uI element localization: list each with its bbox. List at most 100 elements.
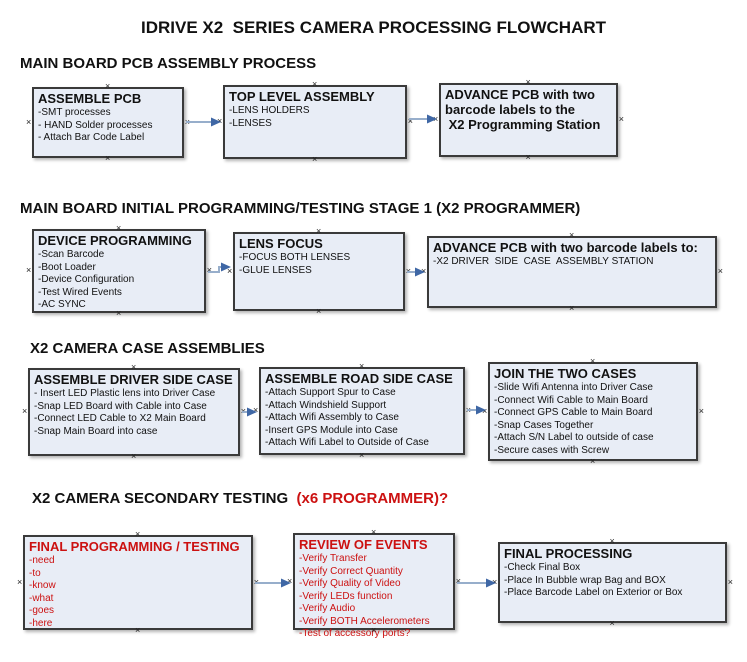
connection-point-icon xyxy=(619,115,624,124)
connection-point-icon xyxy=(116,309,121,318)
box-line: -here xyxy=(29,617,53,629)
connection-point-icon xyxy=(699,407,704,416)
box-line: - HAND Solder processes xyxy=(38,119,153,131)
box-line: -Verify LEDs function xyxy=(299,590,393,602)
connection-point-icon xyxy=(408,117,413,126)
box-line: -Connect GPS Cable to Main Board xyxy=(494,407,653,418)
box-line: -Place Barcode Label on Exterior or Box xyxy=(504,587,683,598)
connection-point-icon xyxy=(253,406,258,415)
connection-point-icon xyxy=(135,626,140,635)
box-title: TOP LEVEL ASSEMBLY xyxy=(229,89,375,104)
connection-point-icon xyxy=(466,406,471,415)
box-line: -goes xyxy=(29,605,55,616)
box-line: -Secure cases with Screw xyxy=(494,444,610,456)
box-line: -Snap Cases Together xyxy=(494,419,594,431)
connection-point-icon xyxy=(371,626,376,635)
flow-box-advance-pcb-driver-side-station: ADVANCE PCB with two barcode labels to: … xyxy=(427,236,717,308)
box-line: - Insert LED Plastic lens into Driver Ca… xyxy=(34,388,216,399)
section-heading-case-assemblies: X2 CAMERA CASE ASSEMBLIES xyxy=(30,340,265,357)
flow-arrow xyxy=(255,578,291,588)
connection-point-icon xyxy=(526,153,531,162)
connection-point-icon xyxy=(316,227,321,236)
box-line: -Verify Audio xyxy=(299,603,356,614)
box-line: -Verify Quality of Video xyxy=(299,578,401,589)
box-title: ADVANCE PCB with two barcode labels to t… xyxy=(445,87,601,132)
box-line: -Scan Barcode xyxy=(38,249,105,260)
flow-box-advance-pcb-programming-station: ADVANCE PCB with two barcode labels to t… xyxy=(439,83,618,157)
box-title: ASSEMBLE PCB xyxy=(38,91,142,106)
flow-arrow xyxy=(457,578,496,588)
flow-box-review-of-events: REVIEW OF EVENTS -Verify Transfer -Verif… xyxy=(293,533,455,639)
connection-point-icon xyxy=(316,307,321,316)
connection-point-icon xyxy=(421,267,426,276)
section-heading-pcb-assembly: MAIN BOARD PCB ASSEMBLY PROCESS xyxy=(20,55,317,72)
box-title: JOIN THE TWO CASES xyxy=(494,366,637,381)
flow-arrow xyxy=(186,117,221,127)
connection-point-icon xyxy=(217,117,222,126)
connection-point-icon xyxy=(241,407,246,416)
box-line: -Verify Transfer xyxy=(299,553,367,564)
connection-point-icon xyxy=(312,80,317,89)
flow-box-join-the-two-cases: JOIN THE TWO CASES -Slide Wifi Antenna i… xyxy=(488,362,698,461)
flow-box-device-programming: DEVICE PROGRAMMING -Scan Barcode -Boot L… xyxy=(32,229,206,313)
box-line: -Verify BOTH Accelerometers xyxy=(299,615,430,627)
box-line: -Place In Bubble wrap Bag and BOX xyxy=(504,574,666,586)
connection-point-icon xyxy=(590,457,595,466)
box-line: -Attach Wifi Assembly to Case xyxy=(265,412,399,423)
connection-point-icon xyxy=(312,155,317,164)
box-line: -Attach Support Spur to Case xyxy=(265,387,396,398)
connection-point-icon xyxy=(105,82,110,91)
box-line: -Snap LED Board with Cable into Case xyxy=(34,400,207,412)
connection-point-icon xyxy=(718,267,723,276)
flow-box-assemble-pcb: ASSEMBLE PCB -SMT processes - HAND Solde… xyxy=(32,87,184,158)
box-title: FINAL PROGRAMMING / TESTING xyxy=(29,539,240,554)
box-line: -Slide Wifi Antenna into Driver Case xyxy=(494,382,653,393)
box-title: DEVICE PROGRAMMING xyxy=(38,233,192,248)
connection-point-icon xyxy=(433,115,438,124)
connection-point-icon xyxy=(610,537,615,546)
connection-point-icon xyxy=(26,118,31,127)
box-line: -X2 DRIVER SIDE CASE ASSEMBLY STATION xyxy=(433,256,654,267)
box-line: -Boot Loader xyxy=(38,261,96,273)
section-heading-initial-programming: MAIN BOARD INITIAL PROGRAMMING/TESTING S… xyxy=(20,200,581,217)
box-line: -Verify Correct Quantity xyxy=(299,565,403,577)
connection-point-icon xyxy=(359,451,364,460)
flow-box-final-programming-testing: FINAL PROGRAMMING / TESTING -need -to -k… xyxy=(23,535,253,630)
connection-point-icon xyxy=(610,619,615,628)
connection-point-icon xyxy=(526,78,531,87)
flow-box-top-level-assembly: TOP LEVEL ASSEMBLY -LENS HOLDERS -LENSES xyxy=(223,85,407,159)
connection-point-icon xyxy=(105,154,110,163)
flow-box-assemble-road-side-case: ASSEMBLE ROAD SIDE CASE -Attach Support … xyxy=(259,367,465,455)
flow-box-final-processing: FINAL PROCESSING -Check Final Box -Place… xyxy=(498,542,727,623)
box-line: -AC SYNC xyxy=(38,299,86,310)
box-line: -Attach S/N Label to outside of case xyxy=(494,432,654,443)
box-line: -know xyxy=(29,580,56,591)
box-line: -to xyxy=(29,567,41,579)
box-line: -what xyxy=(29,592,54,604)
box-line: - Attach Bar Code Label xyxy=(38,132,145,143)
box-line: -FOCUS BOTH LENSES xyxy=(239,252,351,263)
box-title: ASSEMBLE ROAD SIDE CASE xyxy=(265,371,453,386)
box-title: FINAL PROCESSING xyxy=(504,546,633,561)
connection-point-icon xyxy=(131,363,136,372)
box-line: -LENSES xyxy=(229,117,272,129)
box-line: -Snap Main Board into case xyxy=(34,425,158,437)
connection-point-icon xyxy=(26,266,31,275)
connection-point-icon xyxy=(482,407,487,416)
connection-point-icon xyxy=(371,528,376,537)
page-title: IDRIVE X2 SERIES CAMERA PROCESSING FLOWC… xyxy=(140,18,607,37)
connection-point-icon xyxy=(492,578,497,587)
connection-point-icon xyxy=(116,224,121,233)
box-line: -Attach Windshield Support xyxy=(265,399,387,411)
connection-point-icon xyxy=(131,452,136,461)
box-title: ADVANCE PCB with two barcode labels to: xyxy=(433,240,698,255)
box-line: -Connect Wifi Cable to Main Board xyxy=(494,394,648,406)
connection-point-icon xyxy=(590,357,595,366)
flow-box-assemble-driver-side-case: ASSEMBLE DRIVER SIDE CASE - Insert LED P… xyxy=(28,368,240,456)
connection-point-icon xyxy=(22,407,27,416)
connection-point-icon xyxy=(569,231,574,240)
connection-point-icon xyxy=(185,118,190,127)
box-line: -SMT processes xyxy=(38,107,111,118)
box-line: -GLUE LENSES xyxy=(239,264,312,276)
